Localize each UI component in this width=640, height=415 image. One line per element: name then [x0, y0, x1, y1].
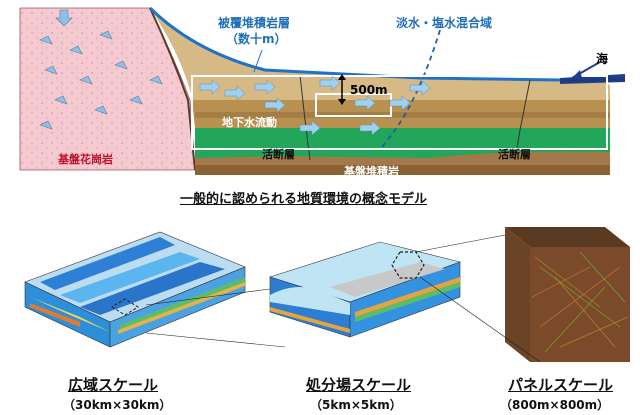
- cover-sub-label: （数十m）: [226, 32, 287, 46]
- panel-scale-model: [505, 227, 630, 362]
- mixing-zone-label: 淡水・塩水混合域: [396, 16, 493, 30]
- cover-layer-thin: [195, 112, 610, 118]
- sea-label: 海: [596, 52, 609, 66]
- panel-scale-size: （800m×800m）: [500, 398, 610, 412]
- fault-right-label: 活断層: [498, 148, 531, 161]
- granite-label: 基盤花崗岩: [58, 153, 113, 166]
- water-line: [148, 6, 626, 82]
- mixing-zone-boundary: [379, 29, 441, 151]
- basement-sed-label: 基盤堆積岩: [344, 165, 399, 178]
- regional-scale-model: [24, 231, 246, 348]
- cover-label: 被覆堆積岩層: [218, 16, 291, 30]
- repository-scale-size: （5km×5km）: [310, 398, 402, 412]
- panel-scale-label: パネルスケール: [508, 376, 614, 394]
- green-layer: [195, 128, 610, 160]
- scale-panels: [24, 227, 630, 363]
- regional-scale-label: 広域スケール: [68, 376, 159, 394]
- regional-scale-size: （30km×30km）: [63, 398, 172, 412]
- repository-scale-label: 処分場スケール: [306, 376, 412, 394]
- region-frame: [191, 75, 608, 150]
- depth-label: 500m: [350, 83, 388, 97]
- fault-left-label: 活断層: [262, 148, 295, 161]
- geology-cross-section: [0, 0, 640, 195]
- repository-scale-model: [269, 241, 462, 338]
- model-caption: 一般的に認められる地質環境の概念モデル: [180, 192, 428, 207]
- groundwater-label: 地下水流動: [222, 116, 277, 129]
